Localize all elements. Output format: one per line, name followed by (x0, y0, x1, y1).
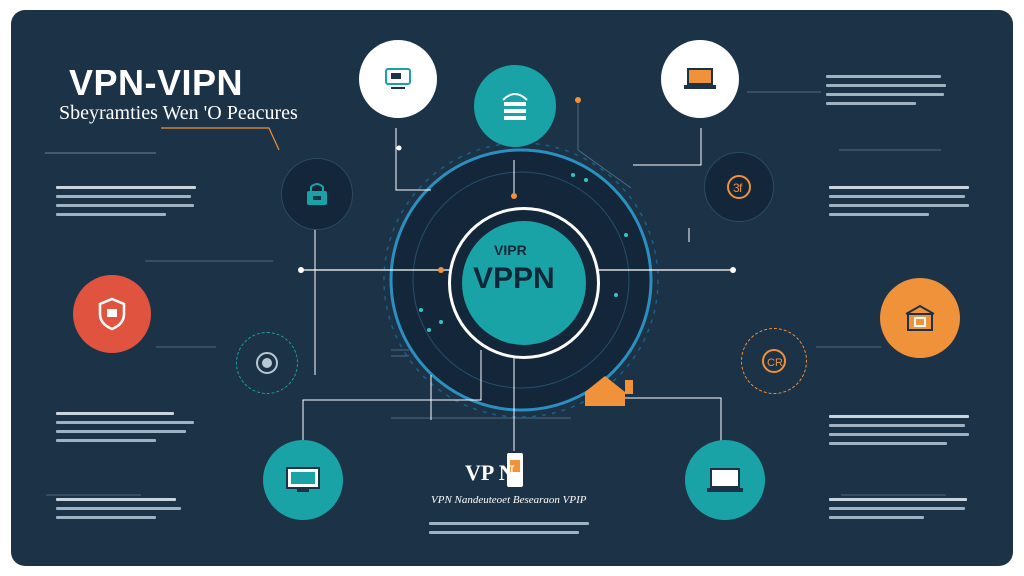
server-icon (383, 66, 413, 92)
desktop-icon (284, 465, 322, 495)
chip-icon: CR (759, 346, 789, 376)
smartphone-icon (504, 450, 526, 495)
text-block-right-4 (829, 498, 979, 525)
svg-text:3: 3 (733, 181, 740, 195)
text-block-right-1 (826, 75, 976, 111)
hub-label: VPPN (473, 262, 555, 295)
page-subtitle: Sbeyramties Wen 'O Peacures (59, 102, 298, 124)
text-block-right-3 (829, 415, 979, 451)
infographic-board: VPN-VIPN Sbeyramties Wen 'O Peacures (11, 10, 1013, 566)
hub-small-label: VIPR (494, 242, 527, 258)
text-block-left-2 (56, 412, 206, 448)
notebook-icon (705, 466, 745, 494)
gear-icon (254, 350, 280, 376)
router-icon (498, 86, 532, 126)
text-block-left-1 (56, 186, 206, 222)
settings-node (236, 332, 298, 394)
circuit-node: CR (741, 328, 807, 394)
text-block-left-3 (56, 498, 206, 525)
webpage-node (880, 278, 960, 358)
laptop-icon (682, 66, 718, 92)
monitor-icon (903, 303, 937, 333)
lock-node (281, 158, 353, 230)
shield-icon (97, 297, 127, 331)
lock-icon (302, 179, 332, 209)
svg-text:CR: CR (767, 357, 783, 369)
server-node (359, 40, 437, 118)
caption-title: VP N (465, 460, 515, 485)
router-node (474, 65, 556, 147)
vpn-hub-core (462, 221, 586, 345)
caption-subtitle: VPN Nandeuteoet Besearaon VPIP (431, 494, 587, 506)
text-block-bottom-center (429, 522, 589, 540)
shield-node (73, 275, 151, 353)
svg-text:f: f (739, 181, 743, 195)
notebook-node (685, 440, 765, 520)
page-title: VPN-VIPN (69, 62, 244, 103)
vpn-hub-node (448, 207, 600, 359)
desktop-node (263, 440, 343, 520)
home-icon (581, 370, 637, 415)
text-block-right-2 (829, 186, 979, 222)
laptop-node (661, 40, 739, 118)
